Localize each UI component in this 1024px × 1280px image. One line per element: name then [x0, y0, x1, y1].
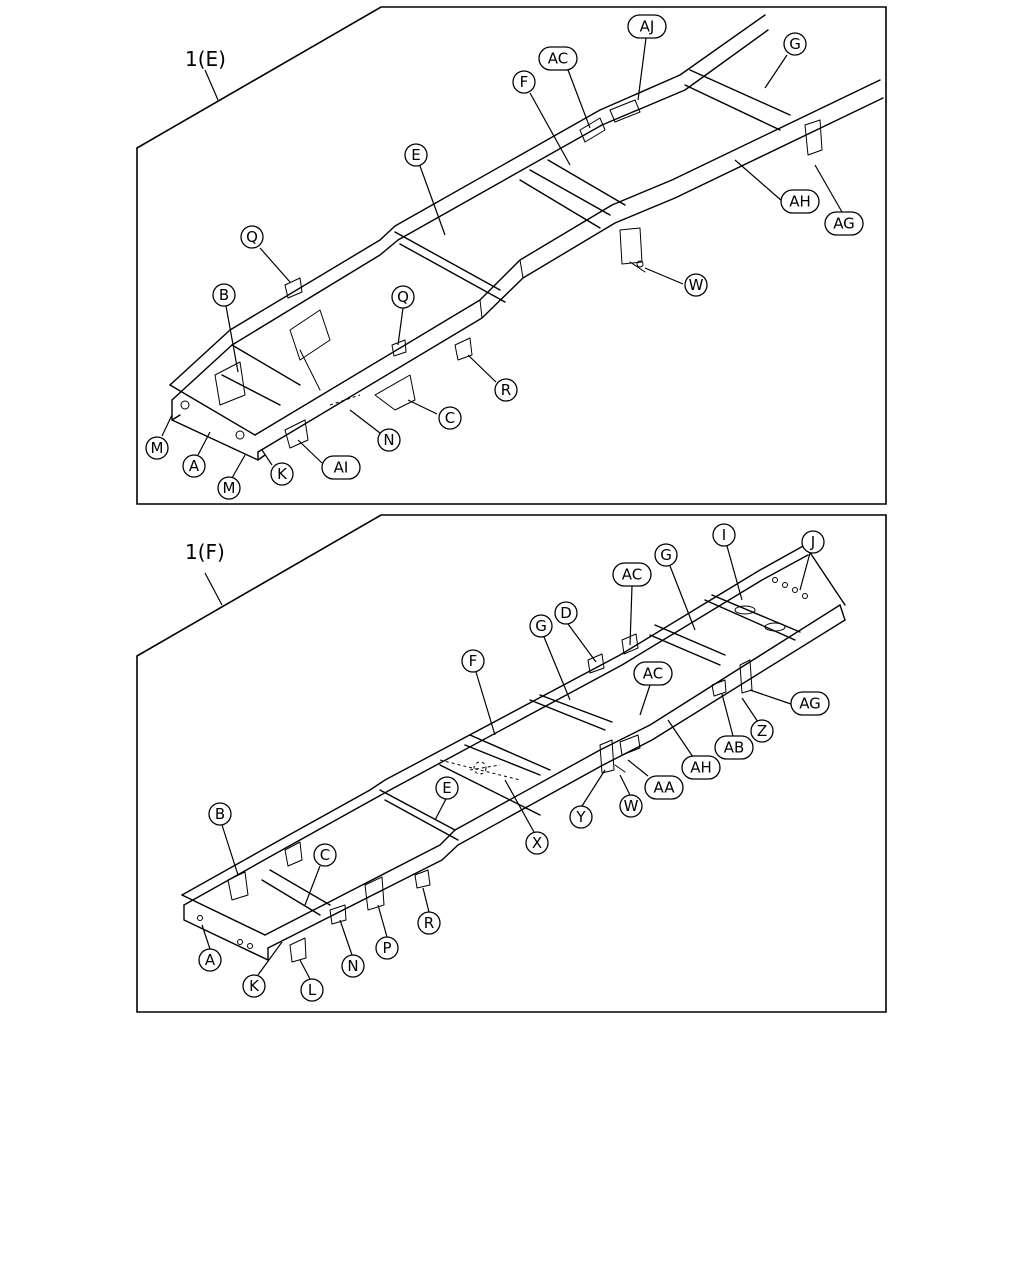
svg-text:AJ: AJ [640, 18, 655, 36]
svg-text:AH: AH [789, 193, 811, 211]
callout-aa: AA [644, 775, 684, 800]
callout-r: R [417, 911, 441, 935]
callout-b: B [212, 283, 236, 307]
svg-text:E: E [442, 779, 451, 797]
callouts-1f: I J G D AC G AC F AG Z AB AH AA E W Y X … [198, 523, 830, 1002]
callout-a: A [182, 454, 206, 478]
svg-text:AI: AI [334, 459, 349, 477]
callout-i: I [712, 523, 736, 547]
svg-text:AC: AC [643, 665, 663, 683]
callout-w: W [619, 794, 643, 818]
callout-j: J [801, 530, 825, 554]
callout-f: F [461, 649, 485, 673]
panel-1f: 1(F) [136, 514, 887, 1013]
callout-l: L [300, 978, 324, 1002]
callout-f: F [512, 70, 536, 94]
callout-g-2: G [529, 614, 553, 638]
callout-y: Y [569, 805, 593, 829]
callout-ag: AG [824, 211, 864, 236]
callout-n: N [341, 954, 365, 978]
svg-text:AC: AC [622, 566, 642, 584]
svg-text:G: G [535, 617, 547, 635]
callout-k: K [242, 974, 266, 998]
svg-text:P: P [382, 939, 391, 957]
callout-a: A [198, 948, 222, 972]
svg-text:C: C [445, 409, 455, 427]
svg-text:I: I [722, 526, 726, 544]
panel-1f-title: 1(F) [185, 540, 225, 564]
callout-e: E [435, 776, 459, 800]
svg-text:R: R [501, 381, 511, 399]
callout-c: C [438, 406, 462, 430]
svg-text:X: X [532, 834, 542, 852]
svg-text:Q: Q [397, 288, 409, 306]
leaders-1e [161, 37, 843, 479]
callout-g: G [654, 543, 678, 567]
svg-text:Y: Y [575, 808, 586, 826]
callout-ah: AH [681, 755, 721, 780]
callout-x: X [525, 831, 549, 855]
svg-text:M: M [223, 479, 236, 497]
callout-n: N [377, 428, 401, 452]
callout-ah: AH [780, 189, 820, 214]
chassis-frame-1f [181, 544, 846, 963]
svg-text:Q: Q [246, 228, 258, 246]
svg-text:AB: AB [724, 739, 745, 757]
svg-text:E: E [411, 146, 420, 164]
callout-aj: AJ [627, 14, 667, 39]
callout-z: Z [750, 719, 774, 743]
svg-text:Z: Z [757, 722, 767, 740]
svg-text:N: N [347, 957, 358, 975]
svg-text:AC: AC [548, 50, 568, 68]
callout-ab: AB [714, 735, 754, 760]
callout-b: B [208, 802, 232, 826]
chassis-frame-1e [169, 14, 884, 461]
panel-1e: 1(E) [136, 6, 887, 505]
svg-text:K: K [277, 465, 288, 483]
callout-q-2: Q [391, 285, 415, 309]
callout-m: M [145, 436, 169, 460]
callout-e: E [404, 143, 428, 167]
svg-text:A: A [189, 457, 200, 475]
svg-text:B: B [215, 805, 225, 823]
svg-text:B: B [219, 286, 229, 304]
svg-text:AA: AA [654, 779, 676, 797]
svg-text:R: R [424, 914, 434, 932]
svg-text:F: F [469, 652, 478, 670]
callout-c: C [313, 843, 337, 867]
callout-g: G [783, 32, 807, 56]
svg-text:G: G [789, 35, 801, 53]
callout-w: W [684, 273, 708, 297]
svg-text:G: G [660, 546, 672, 564]
leaders-1f [201, 545, 811, 980]
callout-d: D [554, 601, 578, 625]
svg-text:L: L [308, 981, 317, 999]
callout-ac: AC [612, 562, 652, 587]
svg-text:W: W [689, 276, 704, 294]
callout-p: P [375, 936, 399, 960]
callout-r: R [494, 378, 518, 402]
svg-text:A: A [205, 951, 216, 969]
svg-text:N: N [383, 431, 394, 449]
svg-text:M: M [151, 439, 164, 457]
callouts-1e: AJ G AC F E AH AG Q W B Q R C M A N K AI… [145, 14, 864, 500]
callout-k: K [270, 462, 294, 486]
callout-ac: AC [538, 46, 578, 71]
svg-text:D: D [560, 604, 572, 622]
svg-text:J: J [810, 533, 815, 551]
svg-text:K: K [249, 977, 260, 995]
callout-q: Q [240, 225, 264, 249]
svg-text:AG: AG [799, 695, 821, 713]
svg-text:W: W [624, 797, 639, 815]
svg-text:C: C [320, 846, 330, 864]
svg-text:F: F [520, 73, 529, 91]
callout-ag: AG [790, 691, 830, 716]
callout-m-2: M [217, 476, 241, 500]
panel-1e-title: 1(E) [185, 47, 226, 71]
svg-text:AH: AH [690, 759, 712, 777]
svg-text:AG: AG [833, 215, 855, 233]
callout-ai: AI [321, 455, 361, 480]
callout-ac-2: AC [633, 661, 673, 686]
